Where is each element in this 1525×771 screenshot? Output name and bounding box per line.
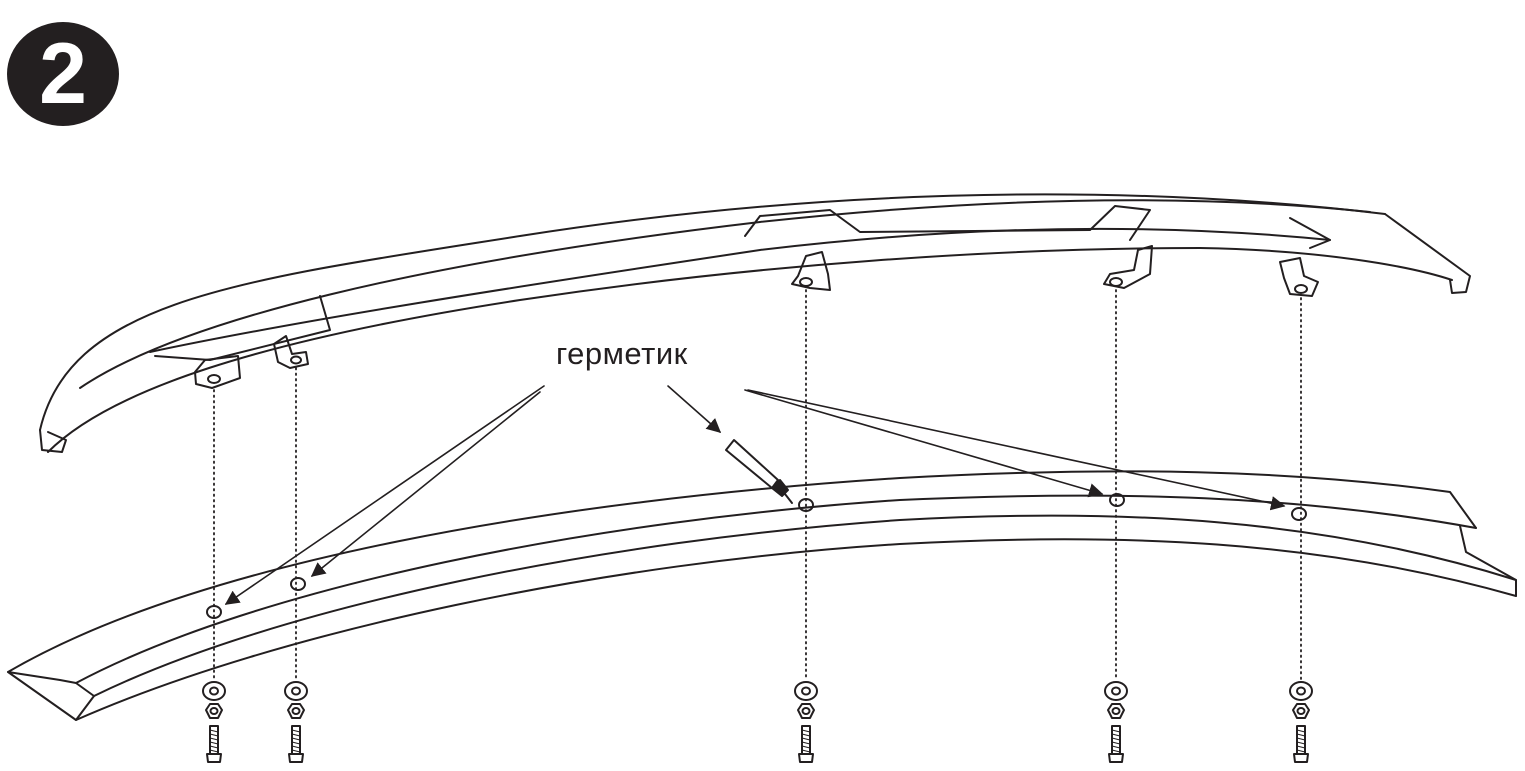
spoiler bbox=[39, 193, 1471, 453]
arrow-to-hole-5 bbox=[747, 389, 1286, 511]
bracket-1 bbox=[194, 355, 241, 389]
bracket-4 bbox=[1103, 245, 1153, 289]
washer-icon bbox=[1289, 681, 1313, 701]
spoiler-underside-panel-right bbox=[744, 205, 1151, 241]
spoiler-left-end bbox=[39, 429, 67, 453]
bolt-icon bbox=[1108, 725, 1124, 763]
arrow-to-hole-4 bbox=[744, 389, 1104, 498]
fastener-set-2 bbox=[284, 681, 308, 763]
nut-icon bbox=[287, 703, 305, 719]
spoiler-underside-panel-left bbox=[154, 295, 331, 361]
spoiler-underside-panel-end bbox=[1289, 217, 1331, 249]
step-number: 2 bbox=[39, 26, 87, 122]
trunk-lid bbox=[7, 470, 1517, 721]
bolt-icon bbox=[798, 725, 814, 763]
bolt-icon bbox=[1293, 725, 1309, 763]
fastener-set-3 bbox=[794, 681, 818, 763]
nut-icon bbox=[797, 703, 815, 719]
bolt-icon bbox=[206, 725, 222, 763]
bracket-2 bbox=[273, 335, 309, 369]
lid-right-end bbox=[1459, 525, 1517, 597]
callout-arrows bbox=[224, 385, 1286, 605]
spoiler-underside-channel bbox=[149, 227, 1331, 353]
lid-inner-edge-1 bbox=[75, 494, 1477, 684]
alignment-lines bbox=[213, 289, 1302, 681]
fastener-set-5 bbox=[1289, 681, 1313, 763]
washer-icon bbox=[1104, 681, 1128, 701]
step-number-badge: 2 bbox=[7, 22, 119, 126]
nut-icon bbox=[1292, 703, 1310, 719]
mount-hole-2 bbox=[290, 577, 306, 591]
spoiler-top-highlight bbox=[79, 199, 1371, 389]
bolt-icon bbox=[288, 725, 304, 763]
sealant-label: герметик bbox=[556, 336, 688, 371]
nut-icon bbox=[205, 703, 223, 719]
washer-icon bbox=[284, 681, 308, 701]
fasteners bbox=[202, 681, 1313, 763]
lid-inner-edge-2 bbox=[93, 514, 1517, 697]
lid-bottom-edge bbox=[75, 538, 1517, 721]
spoiler-right-end bbox=[1384, 213, 1471, 294]
fastener-set-1 bbox=[202, 681, 226, 763]
fastener-set-4 bbox=[1104, 681, 1128, 763]
arrow-to-hole-2 bbox=[310, 391, 541, 577]
nut-icon bbox=[1107, 703, 1125, 719]
spoiler-top-edge bbox=[39, 193, 1386, 431]
arrow-to-hole-1 bbox=[224, 385, 545, 605]
mount-hole-4 bbox=[1109, 493, 1125, 507]
washer-icon bbox=[794, 681, 818, 701]
washer-icon bbox=[202, 681, 226, 701]
lid-left-end bbox=[7, 671, 95, 721]
mount-hole-5 bbox=[1291, 507, 1307, 521]
lid-top-edge bbox=[7, 470, 1477, 673]
sealant-tube-icon bbox=[725, 439, 793, 504]
bracket-5 bbox=[1279, 257, 1319, 297]
arrow-to-sealant-tube bbox=[667, 385, 722, 433]
bracket-3 bbox=[791, 251, 831, 291]
spoiler-lower-edge bbox=[47, 247, 1453, 453]
